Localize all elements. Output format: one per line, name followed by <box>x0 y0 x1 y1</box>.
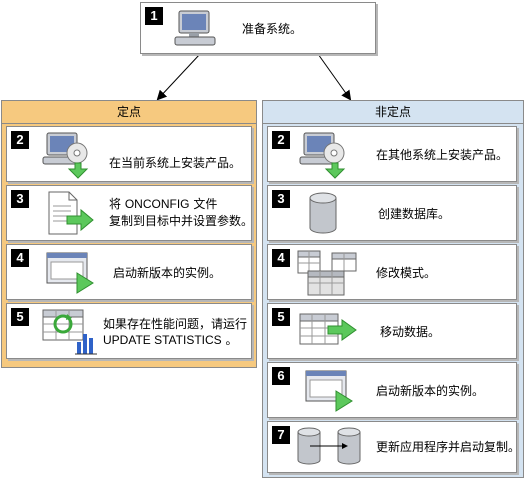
table-with-arrow-icon <box>299 313 357 345</box>
step-modify-schema: 4 修改模式。 <box>267 244 517 300</box>
step-label: 启动新版本的实例。 <box>376 384 485 398</box>
step-move-data: 5 移动数据。 <box>267 303 517 359</box>
step-update-apps-replication: 7 更新应用程序并启动复制。 <box>267 421 521 473</box>
step-copy-onconfig: 3 将 ONCONFIG 文件 复制到目标中并设置参数。 <box>6 185 254 241</box>
text-suffix: 文件 <box>189 197 218 211</box>
window-with-play-icon <box>305 370 353 412</box>
step-number-badge: 5 <box>272 308 290 326</box>
panel-title: 非定点 <box>263 101 523 124</box>
text-suffix: 。 <box>221 333 238 347</box>
step-label: 更新应用程序并启动复制。 <box>376 440 521 454</box>
arrow-to-in-place <box>156 53 201 101</box>
database-cylinder-icon <box>309 192 337 234</box>
step-number-badge: 4 <box>272 249 290 267</box>
step-label-line1: 如果存在性能问题，请运行 <box>103 317 248 331</box>
step-create-database: 3 创建数据库。 <box>267 185 517 241</box>
step-number-badge: 3 <box>11 190 29 208</box>
step-label-line1: 将 ONCONFIG 文件 <box>109 196 217 212</box>
step-start-instance-new: 6 启动新版本的实例。 <box>267 362 517 418</box>
step-install-other: 2 在其他系统上安装产品。 <box>267 126 517 182</box>
table-with-refresh-and-bar-chart-icon <box>42 309 97 355</box>
update-statistics-code: UPDATE STATISTICS <box>103 333 222 347</box>
step-label: 在其他系统上安装产品。 <box>376 148 509 162</box>
computer-with-disc-icon <box>299 132 346 179</box>
step-number-badge: 7 <box>272 426 290 444</box>
onconfig-code: ONCONFIG <box>124 197 190 211</box>
panel-title: 定点 <box>2 101 256 124</box>
computer-with-disc-icon <box>42 132 89 179</box>
step-label-line2: UPDATE STATISTICS 。 <box>103 332 238 348</box>
step-label: 创建数据库。 <box>378 207 451 221</box>
window-with-play-icon <box>46 252 94 294</box>
arrow-to-non-in-place <box>317 53 352 101</box>
panel-in-place: 定点 2 在当前系统上安装产品。 3 将 ONCONFIG 文件 复制到目标中并… <box>1 100 257 368</box>
panel-non-in-place: 非定点 2 在其他系统上安装产品。 3 创建数据库。 4 <box>262 100 524 478</box>
step-install-current: 2 在当前系统上安装产品。 <box>6 126 252 182</box>
step-prepare-system: 1 准备系统。 <box>140 2 376 54</box>
step-number-badge: 3 <box>272 190 290 208</box>
step-number-badge: 5 <box>11 308 29 326</box>
step-number-badge: 4 <box>11 249 29 267</box>
step-number-badge: 2 <box>272 131 290 149</box>
computer-icon <box>174 10 216 46</box>
document-with-arrow-icon <box>48 191 94 235</box>
text-prefix: 将 <box>109 197 125 211</box>
step-label: 移动数据。 <box>380 325 441 339</box>
step-label: 启动新版本的实例。 <box>113 266 222 280</box>
step-label-line2: 复制到目标中并设置参数。 <box>109 214 254 228</box>
step-label: 准备系统。 <box>242 22 303 36</box>
two-databases-arrow-icon <box>297 427 361 465</box>
step-number-badge: 6 <box>272 367 290 385</box>
step-update-statistics: 5 如果存在性能问题，请运行 UPDATE STATISTICS 。 <box>6 303 252 359</box>
tables-schema-icon <box>297 250 357 296</box>
step-number-badge: 1 <box>145 7 163 25</box>
step-start-instance: 4 启动新版本的实例。 <box>6 244 252 300</box>
step-number-badge: 2 <box>11 131 29 149</box>
step-label: 修改模式。 <box>376 266 437 280</box>
step-label: 在当前系统上安装产品。 <box>109 156 242 170</box>
